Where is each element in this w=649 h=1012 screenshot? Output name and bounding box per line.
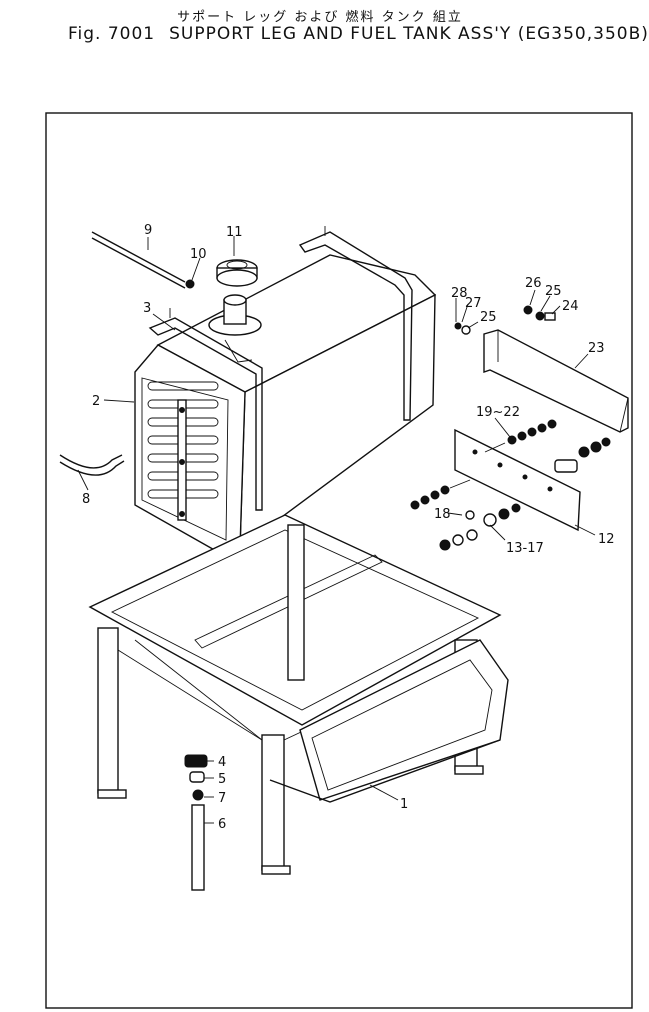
japanese-title: サポート レッグ および 燃料 タンク 組立 [177, 10, 463, 25]
drawing-border [45, 112, 633, 1009]
support-frame [88, 514, 509, 875]
filler-cap [216, 259, 258, 287]
figure-title-text: SUPPORT LEG AND FUEL TANK ASS'Y (EG350,3… [169, 24, 649, 44]
callout-10: 10 [190, 247, 207, 262]
callout-23: 23 [588, 341, 605, 356]
bracket-plate [454, 428, 581, 532]
callout-4: 4 [218, 755, 226, 770]
fuel-hose [59, 454, 123, 469]
callout-28: 28 [451, 286, 468, 301]
callout-25-upper: 25 [545, 284, 562, 299]
callout-19-22: 19~22 [476, 405, 520, 420]
mounting-hardware [454, 305, 556, 335]
callout-1: 1 [400, 797, 408, 812]
figure-number: Fig. 7001 [68, 24, 156, 44]
breather-pipe [91, 231, 186, 283]
callout-27: 27 [465, 296, 482, 311]
callout-7: 7 [218, 791, 226, 806]
callout-3: 3 [143, 301, 151, 316]
callout-6: 6 [218, 817, 226, 832]
leader-lines [77, 236, 596, 824]
callout-18: 18 [434, 507, 451, 522]
callout-12: 12 [598, 532, 615, 547]
drain-parts [184, 754, 208, 891]
figure-title: Fig. 7001 SUPPORT LEG AND FUEL TANK ASS'Y… [68, 24, 649, 44]
callout-5: 5 [218, 772, 226, 787]
bolt-set-13-17 [439, 437, 611, 551]
callout-26: 26 [525, 276, 542, 291]
callout-25-lower: 25 [480, 310, 497, 325]
callout-8: 8 [82, 492, 90, 507]
gasket [185, 279, 195, 289]
callout-24: 24 [562, 299, 579, 314]
fuel-tank [134, 226, 437, 553]
bolt-set-19-22 [410, 419, 557, 510]
washer [465, 510, 475, 520]
callout-11: 11 [226, 225, 243, 240]
guard-plate [483, 329, 629, 433]
callout-9: 9 [144, 223, 152, 238]
callout-13-17: 13-17 [506, 541, 544, 556]
callout-2: 2 [92, 394, 100, 409]
